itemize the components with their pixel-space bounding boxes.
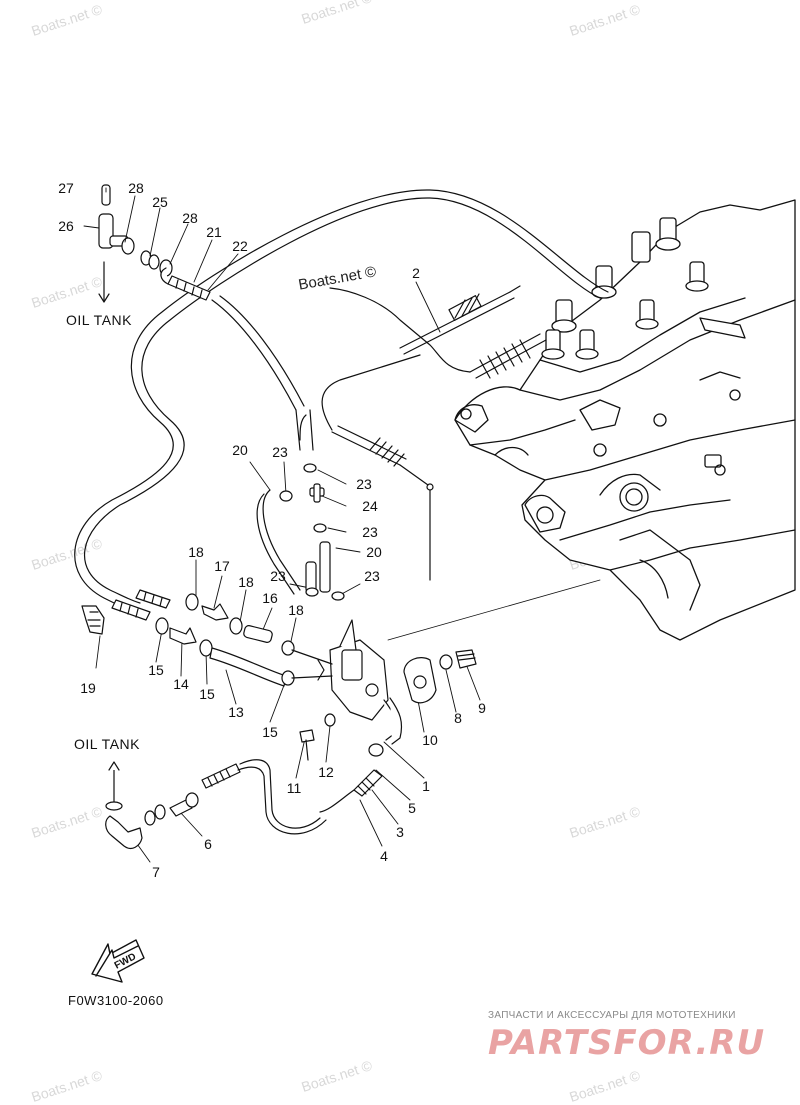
callout-19: 19: [80, 680, 96, 696]
oil-tank-label-bottom: OIL TANK: [74, 736, 140, 752]
callout-28: 28: [182, 210, 198, 226]
callout-27: 27: [58, 180, 74, 196]
cable-middle: [321, 354, 434, 581]
fwd-arrow-icon: [91, 939, 145, 983]
brand-tagline: ЗАПЧАСТИ И АКСЕССУАРЫ ДЛЯ МОТОТЕХНИКИ: [488, 1010, 736, 1021]
callout-28: 28: [128, 180, 144, 196]
callout-18: 18: [238, 574, 254, 590]
callout-25: 25: [152, 194, 168, 210]
callout-23: 23: [364, 568, 380, 584]
callout-18: 18: [188, 544, 204, 560]
callout-9: 9: [478, 700, 486, 716]
callout-23: 23: [356, 476, 372, 492]
callout-11: 11: [286, 780, 302, 796]
oil-pump-assembly: [256, 463, 477, 813]
callout-4: 4: [380, 848, 388, 864]
callout-8: 8: [454, 710, 462, 726]
reference-line: [387, 579, 601, 641]
callout-23: 23: [362, 524, 378, 540]
callout-22: 22: [232, 238, 248, 254]
figure-code: F0W3100-2060: [68, 993, 164, 1008]
bracket-19: [81, 605, 105, 635]
callout-17: 17: [214, 558, 230, 574]
callout-12: 12: [318, 764, 334, 780]
callout-14: 14: [173, 676, 189, 692]
callout-23: 23: [272, 444, 288, 460]
callout-5: 5: [408, 800, 416, 816]
callout-15: 15: [148, 662, 164, 678]
callout-3: 3: [396, 824, 404, 840]
arrow-to-oil-tank-top: [98, 261, 110, 303]
callout-1: 1: [422, 778, 430, 794]
cable-2: [329, 285, 547, 379]
callout-21: 21: [206, 224, 222, 240]
callout-6: 6: [204, 836, 212, 852]
callout-20: 20: [366, 544, 382, 560]
callout-18: 18: [288, 602, 304, 618]
callout-10: 10: [422, 732, 438, 748]
callout-15: 15: [262, 724, 278, 740]
tank-fittings-group: [98, 184, 211, 301]
oil-hoses: [74, 189, 609, 612]
callout-2: 2: [412, 265, 420, 281]
callout-20: 20: [232, 442, 248, 458]
lower-hose-assembly: [105, 759, 327, 850]
callout-23: 23: [270, 568, 286, 584]
callout-24: 24: [362, 498, 378, 514]
engine-block: [454, 199, 796, 641]
callout-16: 16: [262, 590, 278, 606]
brand-logo: PARTSFOR.RU: [488, 1023, 766, 1063]
callout-13: 13: [228, 704, 244, 720]
inline-fittings: [111, 589, 333, 687]
leader-lines: [83, 187, 481, 863]
oil-tank-label-top: OIL TANK: [66, 312, 132, 328]
callout-7: 7: [152, 864, 160, 880]
callout-15: 15: [199, 686, 215, 702]
callout-26: 26: [58, 218, 74, 234]
